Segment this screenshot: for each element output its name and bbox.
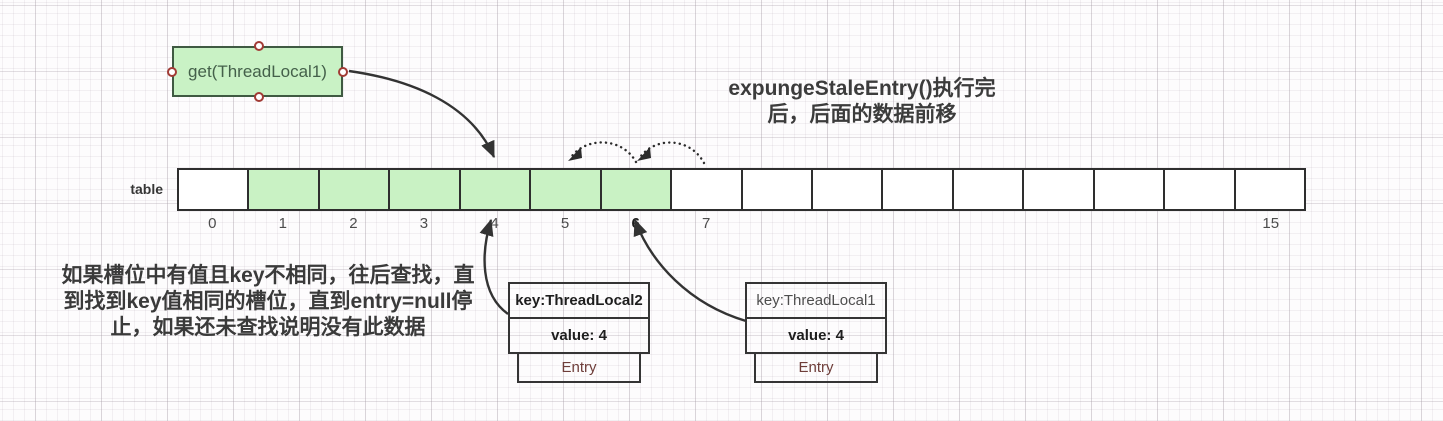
entry1-entry-tab: Entry bbox=[754, 352, 878, 383]
entry-box-threadlocal1: key:ThreadLocal1 value: 4 Entry bbox=[745, 282, 887, 383]
table-cell-15 bbox=[1233, 168, 1306, 211]
entry1-key-row: key:ThreadLocal1 bbox=[745, 282, 887, 319]
table-cell-7 bbox=[670, 168, 743, 211]
explanation-note-line2: 到找到key值相同的槽位，直到entry=null停 bbox=[63, 290, 473, 313]
explanation-note-line1: 如果槽位中有值且key不相同，往后查找，直 bbox=[61, 264, 475, 287]
table-cell-0 bbox=[177, 168, 250, 211]
shift-arrow-7-to-6 bbox=[639, 141, 706, 165]
diagram-title: expungeStaleEntry()执行完 后，后面的数据前移 bbox=[692, 76, 1032, 128]
table-cell-1 bbox=[247, 168, 320, 211]
table-cell-5 bbox=[529, 168, 602, 211]
index-label-11 bbox=[953, 215, 1024, 237]
table-cell-11 bbox=[951, 168, 1025, 211]
explanation-note-line3: 止，如果还未查找说明没有此数据 bbox=[110, 316, 426, 339]
table-indexes: 0 1 2 3 4 5 6 7 15 bbox=[177, 215, 1306, 237]
shift-arrowhead-slot6 bbox=[637, 147, 651, 161]
get-threadlocal1-box: get(ThreadLocal1) bbox=[167, 41, 348, 102]
connector-handle-bottom bbox=[254, 92, 264, 102]
index-label-6: 6 bbox=[631, 215, 640, 232]
index-label-3: 3 bbox=[419, 215, 429, 232]
index-label-1: 1 bbox=[278, 215, 288, 232]
table-cell-13 bbox=[1092, 168, 1166, 211]
index-label-10 bbox=[883, 215, 954, 237]
diagram-title-line2: 后，后面的数据前移 bbox=[767, 103, 957, 126]
entry2-entry-tab: Entry bbox=[517, 352, 641, 383]
table-label: table bbox=[130, 181, 163, 197]
get-box-label: get(ThreadLocal1) bbox=[188, 61, 327, 81]
get-to-slot4-arrow bbox=[348, 69, 496, 159]
index-label-8 bbox=[742, 215, 813, 237]
entry1-value-row: value: 4 bbox=[745, 317, 887, 354]
table-cell-2 bbox=[317, 168, 391, 211]
diagram-title-line1: expungeStaleEntry()执行完 bbox=[728, 77, 996, 100]
index-label-9 bbox=[812, 215, 883, 237]
shift-arrowhead-slot5 bbox=[568, 147, 582, 161]
entry2-key-row: key:ThreadLocal2 bbox=[508, 282, 650, 319]
entry2-value-row: value: 4 bbox=[508, 317, 650, 354]
index-label-4: 4 bbox=[490, 215, 499, 232]
index-label-15: 15 bbox=[1262, 215, 1280, 232]
index-label-7: 7 bbox=[702, 215, 711, 232]
index-label-0: 0 bbox=[208, 215, 217, 232]
index-label-2: 2 bbox=[349, 215, 358, 232]
table-cell-8 bbox=[740, 168, 813, 211]
index-label-13 bbox=[1094, 215, 1165, 237]
table-cell-6 bbox=[599, 168, 673, 211]
table-cells bbox=[177, 168, 1306, 211]
explanation-note: 如果槽位中有值且key不相同，往后查找，直 到找到key值相同的槽位，直到ent… bbox=[40, 263, 496, 341]
index-label-14 bbox=[1165, 215, 1236, 237]
connector-handle-right bbox=[338, 67, 348, 77]
table-cell-14 bbox=[1163, 168, 1236, 211]
table-cell-10 bbox=[881, 168, 954, 211]
index-label-12 bbox=[1024, 215, 1095, 237]
connector-handle-top bbox=[254, 41, 264, 51]
table-cell-3 bbox=[388, 168, 461, 211]
table-cell-12 bbox=[1022, 168, 1095, 211]
entry-box-threadlocal2: key:ThreadLocal2 value: 4 Entry bbox=[508, 282, 650, 383]
table-cell-9 bbox=[810, 168, 884, 211]
table-cell-4 bbox=[458, 168, 532, 211]
connector-handle-left bbox=[167, 67, 177, 77]
shift-arrow-6-to-5 bbox=[570, 141, 638, 164]
index-label-5: 5 bbox=[560, 215, 570, 232]
